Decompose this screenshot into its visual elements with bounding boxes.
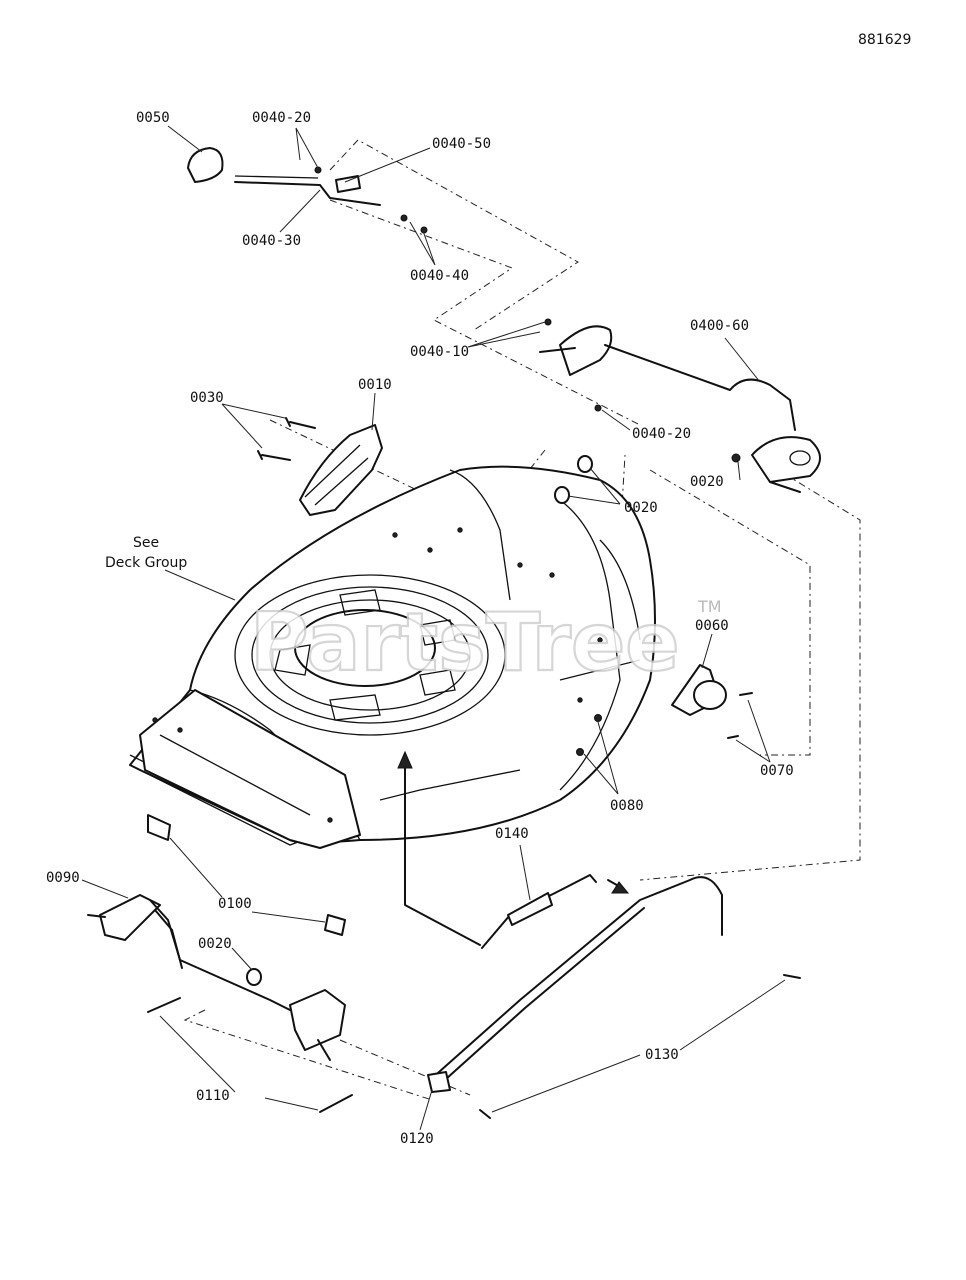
label-0030: 0030 — [190, 390, 224, 406]
label-0040-50: 0040-50 — [432, 136, 491, 152]
label-0040-20-mid: 0040-20 — [632, 426, 691, 442]
label-0010: 0010 — [358, 377, 392, 393]
height-adjuster-parts — [187, 147, 821, 756]
label-0120: 0120 — [400, 1131, 434, 1147]
label-0050: 0050 — [136, 110, 170, 126]
watermark: PartsTree TM — [249, 595, 722, 690]
label-0070: 0070 — [760, 763, 794, 779]
front-axle-parts — [87, 750, 801, 1119]
label-0020-right: 0020 — [690, 474, 724, 490]
watermark-text: PartsTree — [250, 596, 680, 689]
note-line-1: See — [133, 535, 159, 551]
label-0040-30: 0040-30 — [242, 233, 301, 249]
label-0080: 0080 — [610, 798, 644, 814]
leader-lines — [81, 125, 786, 1131]
label-0040-10: 0040-10 — [410, 344, 469, 360]
label-0090: 0090 — [46, 870, 80, 886]
label-0100: 0100 — [218, 896, 252, 912]
label-0020-top: 0020 — [624, 500, 658, 516]
part-labels: 0050 0040-20 0040-50 0040-30 0040-40 004… — [46, 110, 794, 1147]
label-0040-40: 0040-40 — [410, 268, 469, 284]
mower-deck — [129, 465, 656, 849]
note-line-2: Deck Group — [105, 555, 187, 571]
label-0140: 0140 — [495, 826, 529, 842]
label-0110: 0110 — [196, 1088, 230, 1104]
watermark-tm: TM — [697, 597, 722, 616]
label-0020-bottom: 0020 — [198, 936, 232, 952]
diagram-number: 881629 — [858, 32, 911, 48]
label-0060: 0060 — [695, 618, 729, 634]
deck-group-note: See Deck Group — [105, 535, 187, 571]
label-0040-20-top: 0040-20 — [252, 110, 311, 126]
label-0400-60: 0400-60 — [690, 318, 749, 334]
label-0130: 0130 — [645, 1047, 679, 1063]
